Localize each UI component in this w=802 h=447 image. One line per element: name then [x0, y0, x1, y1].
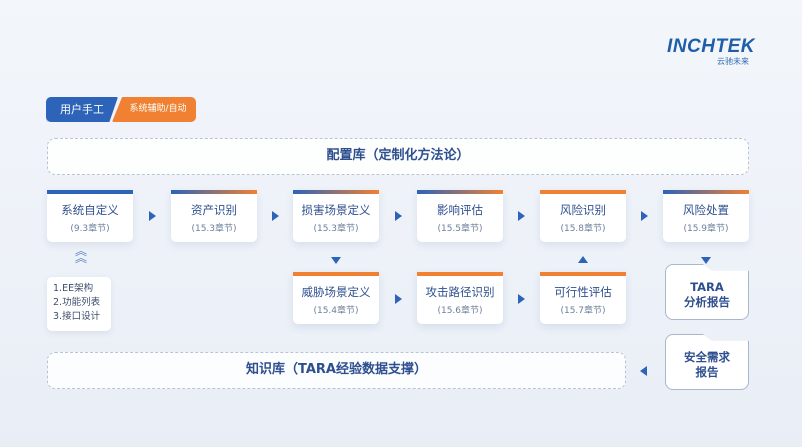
arrow-right-icon	[641, 211, 648, 221]
legend-assisted: 系统辅助/自动	[112, 97, 196, 122]
arrow-right-icon	[149, 211, 156, 221]
step-damage-scenario: 损害场景定义(15.3章节)	[293, 190, 379, 242]
step-threat-scenario: 威胁场景定义(15.4章节)	[293, 272, 379, 324]
arrow-right-icon	[518, 294, 525, 304]
inchtek-logo: INCHTEK 云驰未来	[667, 36, 755, 66]
step-attack-path: 攻击路径识别(15.6章节)	[417, 272, 503, 324]
input-list: 1.EE架构 2.功能列表 3.接口设计	[47, 277, 111, 331]
security-requirements-report-folder: 安全需求 报告	[665, 334, 749, 390]
arrow-right-icon	[395, 294, 402, 304]
arrow-left-icon	[640, 366, 647, 376]
knowledge-library: 知识库（TARA经验数据支撑）	[47, 352, 626, 389]
step-feasibility-rating: 可行性评估(15.7章节)	[540, 272, 626, 324]
tara-report-folder: TARA 分析报告	[665, 264, 749, 320]
arrow-up-icon	[578, 256, 588, 263]
config-library: 配置库（定制化方法论）	[47, 138, 749, 175]
arrow-down-icon	[331, 257, 341, 264]
arrow-right-icon	[272, 211, 279, 221]
legend-manual: 用户手工	[46, 97, 118, 122]
step-risk-determination: 风险识别(15.8章节)	[540, 190, 626, 242]
double-chevron-up-icon: ︽︽	[74, 244, 87, 265]
step-impact-rating: 影响评估(15.5章节)	[417, 190, 503, 242]
step-risk-treatment: 风险处置(15.9章节)	[663, 190, 749, 242]
arrow-right-icon	[518, 211, 525, 221]
step-asset-identification: 资产识别(15.3章节)	[171, 190, 257, 242]
arrow-down-icon	[701, 257, 711, 264]
arrow-right-icon	[395, 211, 402, 221]
step-system-definition: 系统自定义(9.3章节)	[47, 190, 133, 242]
